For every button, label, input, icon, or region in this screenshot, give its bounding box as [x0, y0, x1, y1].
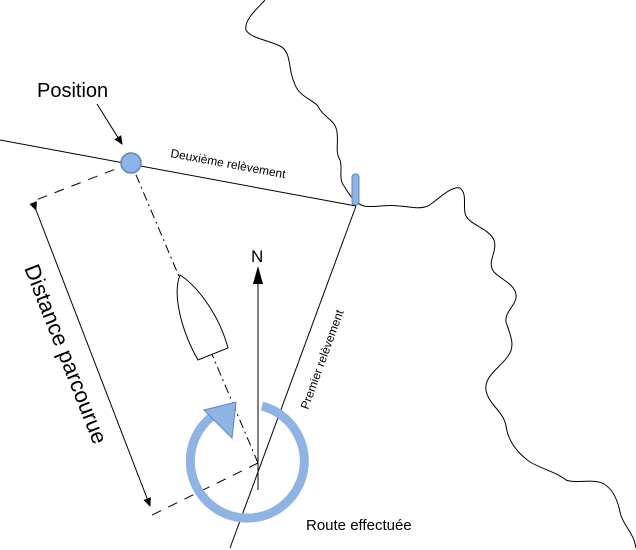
second-bearing-label: Deuxième relèvement [169, 146, 287, 181]
landmark-pillar-icon [351, 173, 360, 206]
second-bearing-line [0, 139, 357, 207]
north-label: N [251, 247, 263, 266]
north-arrow-head [253, 266, 263, 284]
circular-arrow-icon [185, 401, 309, 523]
position-label: Position [37, 80, 108, 102]
first-bearing-label: Premier relèvement [298, 307, 347, 411]
first-bearing-line [229, 205, 357, 549]
position-pointer [96, 103, 123, 145]
distance-arrow [29, 201, 151, 507]
coastline [245, 0, 636, 549]
position-circle-icon [120, 152, 142, 174]
circular-arrow-head [203, 401, 237, 440]
boat-outline-icon [176, 274, 229, 361]
route-label: Route effectuée [306, 517, 412, 534]
extension-line-top [35, 162, 132, 201]
route-line [130, 162, 259, 464]
